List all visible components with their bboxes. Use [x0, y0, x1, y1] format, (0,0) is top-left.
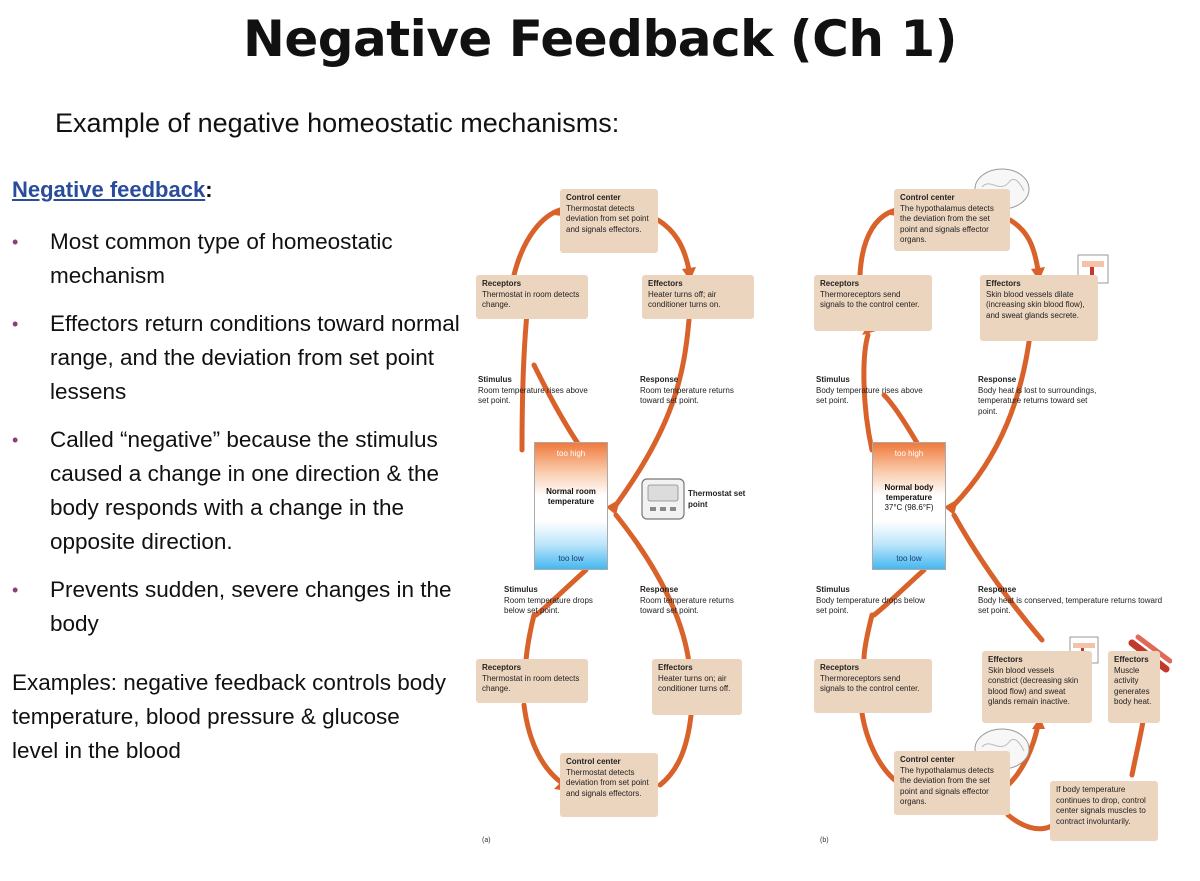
shivering-note-box: If body temperature continues to drop, c… [1050, 781, 1158, 841]
bullet-dot-icon: • [12, 314, 19, 334]
bullet-dot-icon: • [12, 430, 19, 450]
bullet-item: • Called “negative” because the stimulus … [10, 423, 470, 559]
gauge-normal: Normal room temperature [546, 487, 596, 506]
negative-feedback-link[interactable]: Negative feedback [12, 177, 206, 202]
diagram-caption-b: (b) [820, 837, 829, 844]
bullet-text: Most common type of homeostatic mechanis… [50, 229, 393, 288]
bullet-dot-icon: • [12, 232, 19, 252]
bullet-item: • Prevents sudden, severe changes in the … [10, 573, 470, 641]
gauge-too-high: too high [894, 449, 924, 458]
examples-text: Examples: negative feedback controls bod… [12, 670, 447, 763]
bullet-item: • Effectors return conditions toward norm… [10, 307, 470, 409]
thermostat-icon [641, 478, 685, 520]
page-title: Negative Feedback (Ch 1) [242, 10, 958, 68]
subtitle: Example of negative homeostatic mechanis… [55, 108, 620, 138]
negative-feedback-heading: Negative feedback: [12, 177, 213, 203]
gauge-too-low: too low [896, 554, 922, 563]
diagram-caption-a: (a) [482, 837, 491, 844]
gauge-too-low: too low [558, 554, 584, 563]
heading-colon: : [205, 177, 213, 202]
gauge-too-high: too high [556, 449, 586, 458]
room-temperature-gauge: too high Normal room temperature too low [534, 442, 608, 570]
bullet-item: • Most common type of homeostatic mechani… [10, 225, 470, 293]
bullet-text: Prevents sudden, severe changes in the b… [50, 577, 452, 636]
bullet-text: Called “negative” because the stimulus c… [50, 427, 440, 554]
bullet-dot-icon: • [12, 580, 19, 600]
bullet-list: • Most common type of homeostatic mechani… [10, 225, 470, 655]
bullet-text: Effectors return conditions toward norma… [50, 311, 460, 404]
thermostat-set-point-label: Thermostat set point [688, 489, 746, 509]
